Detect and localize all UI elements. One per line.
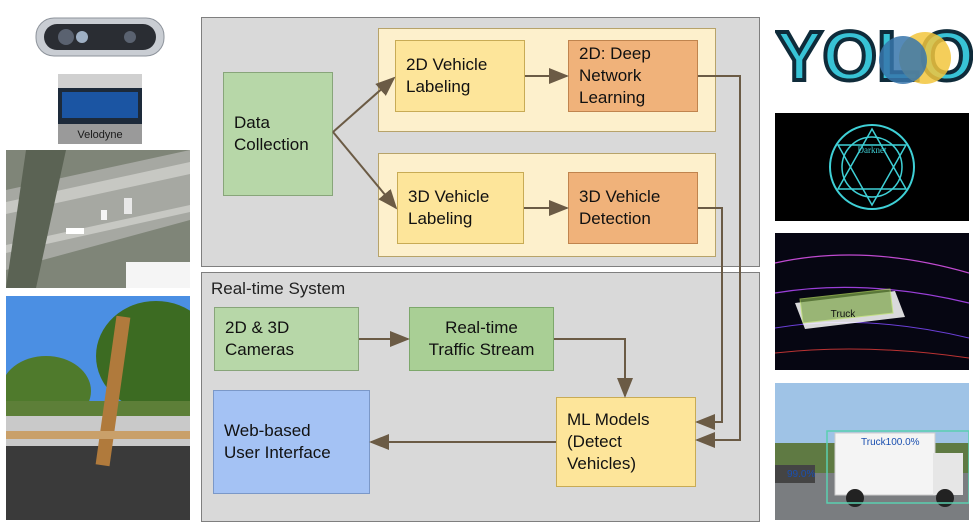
- realtime-panel-title: Real-time System: [211, 279, 346, 298]
- detection-label: Truck100.0%: [861, 437, 920, 448]
- data-collection-node: Data Collection: [223, 72, 333, 196]
- darknet-logo: Darknet: [775, 113, 969, 221]
- deep-learning-2d-node: 2D: Deep Network Learning: [568, 40, 698, 112]
- cameras-node: 2D & 3D Cameras: [214, 307, 359, 371]
- vehicle-labeling-3d-node: 3D Vehicle Labeling: [397, 172, 524, 244]
- darknet-label: Darknet: [858, 145, 887, 155]
- velodyne-label: Velodyne: [77, 129, 122, 141]
- traffic-stream-node: Real-time Traffic Stream: [409, 307, 554, 371]
- detection-label-2: 99.0%: [787, 469, 815, 480]
- truck-detection-image: Truck100.0% 99.0%: [775, 383, 969, 520]
- web-ui-node: Web-based User Interface: [213, 390, 370, 494]
- vehicle-detection-3d-node: 3D Vehicle Detection: [568, 172, 698, 244]
- vehicle-labeling-2d-node: 2D Vehicle Labeling: [395, 40, 525, 112]
- lidar-pointcloud-image: Truck: [775, 233, 969, 370]
- truck-camera-rig-image: [6, 296, 190, 520]
- ml-models-node: ML Models (Detect Vehicles): [556, 397, 696, 487]
- yolo-logo: YOLO: [775, 8, 973, 103]
- sensor-camera-image: Velodyne: [30, 10, 170, 145]
- lidar-truck-label: Truck: [831, 309, 857, 320]
- aerial-map-image: [6, 150, 190, 288]
